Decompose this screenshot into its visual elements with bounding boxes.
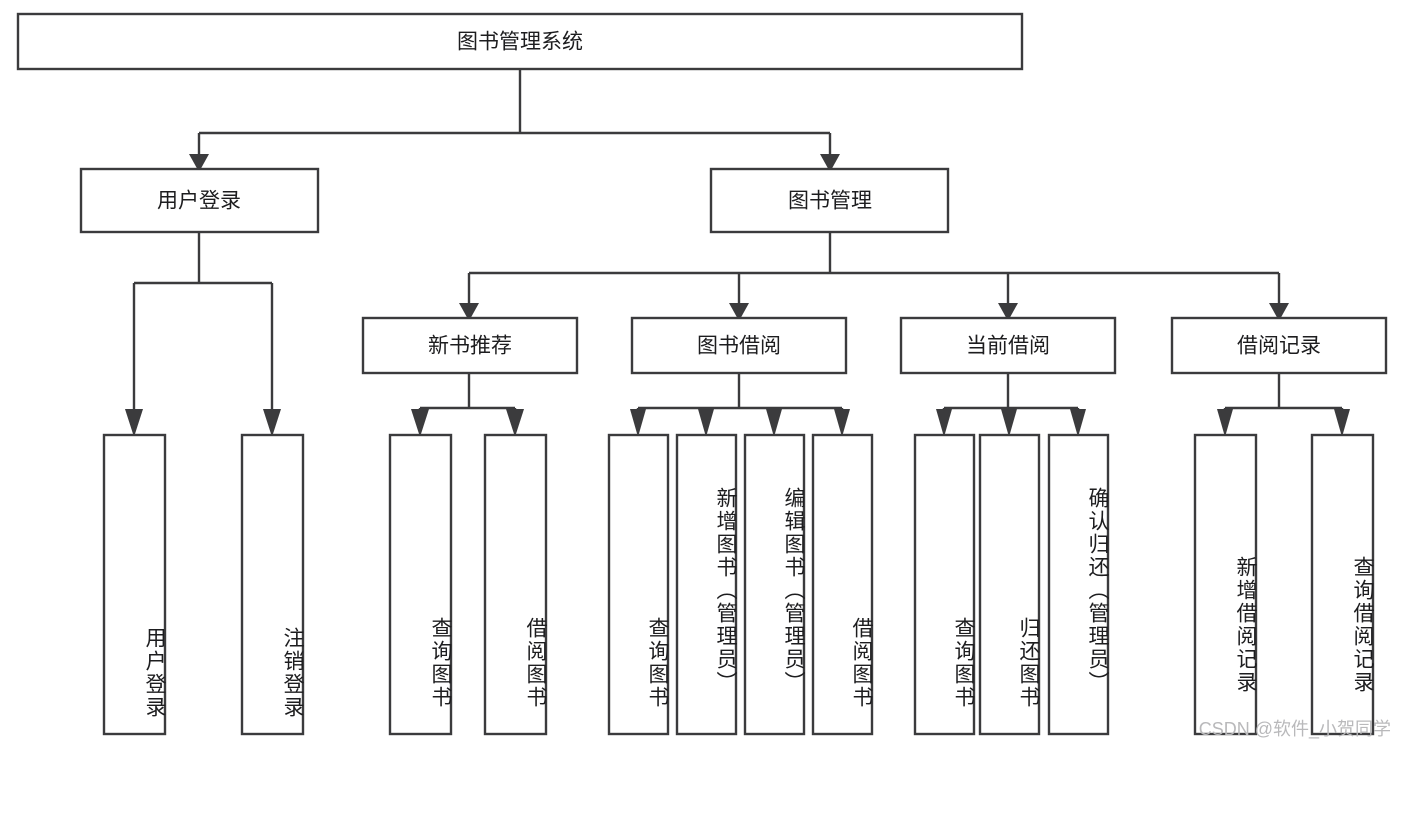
csdn-watermark: CSDN @软件_小贺同学 xyxy=(1198,719,1391,739)
node-leaf-query-book-3-box[interactable] xyxy=(913,433,976,736)
node-current-borrow-box[interactable] xyxy=(899,316,1117,375)
arrow-to-book-manage xyxy=(820,154,840,172)
node-book-manage[interactable]: 图书管理 xyxy=(709,167,950,234)
node-leaf-query-record-box[interactable] xyxy=(1310,433,1375,736)
node-leaf-user-login-box[interactable] xyxy=(102,433,167,736)
node-root-label: 图书管理系统 xyxy=(457,31,583,54)
node-leaf-add-record-box[interactable] xyxy=(1193,433,1258,736)
node-user-login-label: 用户登录 xyxy=(157,190,241,213)
node-user-login[interactable]: 用户登录 xyxy=(79,167,320,234)
node-leaf-query-book-2-box[interactable] xyxy=(607,433,670,736)
connector-root-trunk xyxy=(197,69,832,154)
node-leaf-edit-book-box[interactable] xyxy=(743,433,806,736)
arrow-to-leaf-query-book-2 xyxy=(630,409,646,437)
arrow-to-book-borrow xyxy=(729,303,749,321)
arrow-to-leaf-query-book-3 xyxy=(936,409,952,437)
leaf-boxes xyxy=(102,433,1375,736)
node-leaf-confirm-return-box[interactable] xyxy=(1047,433,1110,736)
connector-user-login-trunk xyxy=(132,232,274,420)
arrow-to-leaf-user-login xyxy=(125,409,143,437)
node-leaf-add-book-box[interactable] xyxy=(675,433,738,736)
node-leaf-borrow-book-2-box[interactable] xyxy=(811,433,874,736)
node-root[interactable]: 图书管理系统 xyxy=(16,12,1024,71)
arrow-to-leaf-return-book xyxy=(1001,409,1017,437)
node-book-borrow[interactable]: 图书借阅 xyxy=(630,316,848,375)
diagram-canvas: 图书管理系统 用户登录 图书管理 新书推荐 图书借阅 当前借阅 借阅记录 xyxy=(16,12,1391,739)
node-new-book-rec-label: 新书推荐 xyxy=(428,335,512,358)
node-current-borrow[interactable]: 当前借阅 xyxy=(899,316,1117,375)
arrow-to-new-book-rec xyxy=(459,303,479,321)
node-book-manage-label: 图书管理 xyxy=(788,190,872,213)
connector-book-borrow-trunk xyxy=(636,373,844,420)
arrow-to-user-login xyxy=(189,154,209,172)
arrow-to-leaf-query-book-1 xyxy=(411,409,429,437)
node-leaf-borrow-book-1-box[interactable] xyxy=(483,433,548,736)
node-borrow-record-label: 借阅记录 xyxy=(1237,335,1321,358)
node-new-book-rec[interactable]: 新书推荐 xyxy=(361,316,579,375)
node-user-login-box[interactable] xyxy=(79,167,320,234)
arrow-to-leaf-query-record xyxy=(1334,409,1350,437)
arrow-to-borrow-record xyxy=(1269,303,1289,321)
connector-book-manage-trunk xyxy=(467,232,1281,303)
arrow-to-current-borrow xyxy=(998,303,1018,321)
node-leaf-query-book-1-box[interactable] xyxy=(388,433,453,736)
arrow-to-leaf-add-book xyxy=(698,409,714,437)
arrow-to-leaf-borrow-book-1 xyxy=(506,409,524,437)
arrow-to-leaf-borrow-book-2 xyxy=(834,409,850,437)
node-book-manage-box[interactable] xyxy=(709,167,950,234)
node-leaf-logout-box[interactable] xyxy=(240,433,305,736)
node-book-borrow-box[interactable] xyxy=(630,316,848,375)
arrow-to-leaf-logout xyxy=(263,409,281,437)
flowchart-svg: 图书管理系统 用户登录 图书管理 新书推荐 图书借阅 当前借阅 借阅记录 xyxy=(16,12,1388,736)
node-book-borrow-label: 图书借阅 xyxy=(697,335,781,358)
arrow-to-leaf-add-record xyxy=(1217,409,1233,437)
node-borrow-record[interactable]: 借阅记录 xyxy=(1170,316,1388,375)
arrow-to-leaf-confirm-return xyxy=(1070,409,1086,437)
node-root-box[interactable] xyxy=(16,12,1024,71)
node-new-book-rec-box[interactable] xyxy=(361,316,579,375)
connector-borrow-record-trunk xyxy=(1223,373,1344,420)
node-current-borrow-label: 当前借阅 xyxy=(966,335,1050,358)
arrow-to-leaf-edit-book xyxy=(766,409,782,437)
connectors xyxy=(132,69,1344,420)
connector-new-book-rec-trunk xyxy=(418,373,517,420)
arrowheads xyxy=(125,154,1350,437)
node-borrow-record-box[interactable] xyxy=(1170,316,1388,375)
node-leaf-return-book-box[interactable] xyxy=(978,433,1041,736)
